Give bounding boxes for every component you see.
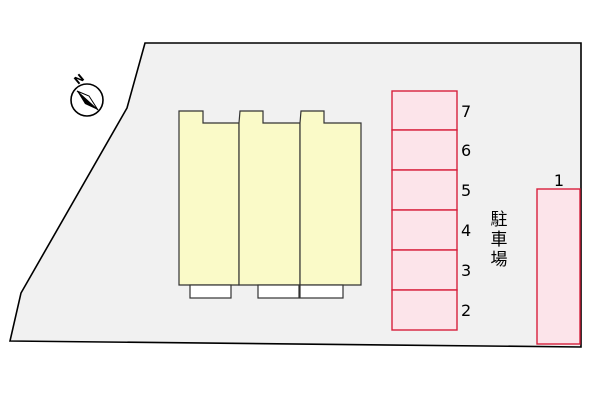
parking-space-number-4: 4 bbox=[461, 221, 471, 240]
parking-label-char-1: 駐 bbox=[491, 210, 508, 230]
parking-space-number-1: 1 bbox=[554, 171, 564, 190]
balcony-right bbox=[299, 284, 344, 299]
parking-space-6 bbox=[391, 129, 458, 171]
parking-label-char-2: 車 bbox=[491, 230, 508, 250]
parking-space-number-3: 3 bbox=[461, 261, 471, 280]
parking-space-5 bbox=[391, 169, 458, 211]
building bbox=[178, 110, 362, 299]
parking-space-number-2: 2 bbox=[461, 301, 471, 320]
parking-space-1 bbox=[536, 188, 581, 345]
parking-space-number-6: 6 bbox=[461, 141, 471, 160]
parking-space-number-7: 7 bbox=[461, 102, 471, 121]
balcony-left bbox=[189, 284, 232, 299]
compass: N bbox=[70, 71, 104, 117]
building-unit-left bbox=[178, 110, 240, 286]
parking-space-3 bbox=[391, 249, 458, 291]
parking-space-7 bbox=[391, 90, 458, 131]
parking-space-number-5: 5 bbox=[461, 181, 471, 200]
building-unit-middle bbox=[238, 110, 301, 286]
parking-space-2 bbox=[391, 289, 458, 331]
parking-label-char-3: 場 bbox=[491, 250, 508, 270]
building-unit-right bbox=[299, 110, 362, 286]
parking-space-4 bbox=[391, 209, 458, 251]
balcony-middle bbox=[257, 284, 300, 299]
parking-block bbox=[391, 90, 581, 345]
